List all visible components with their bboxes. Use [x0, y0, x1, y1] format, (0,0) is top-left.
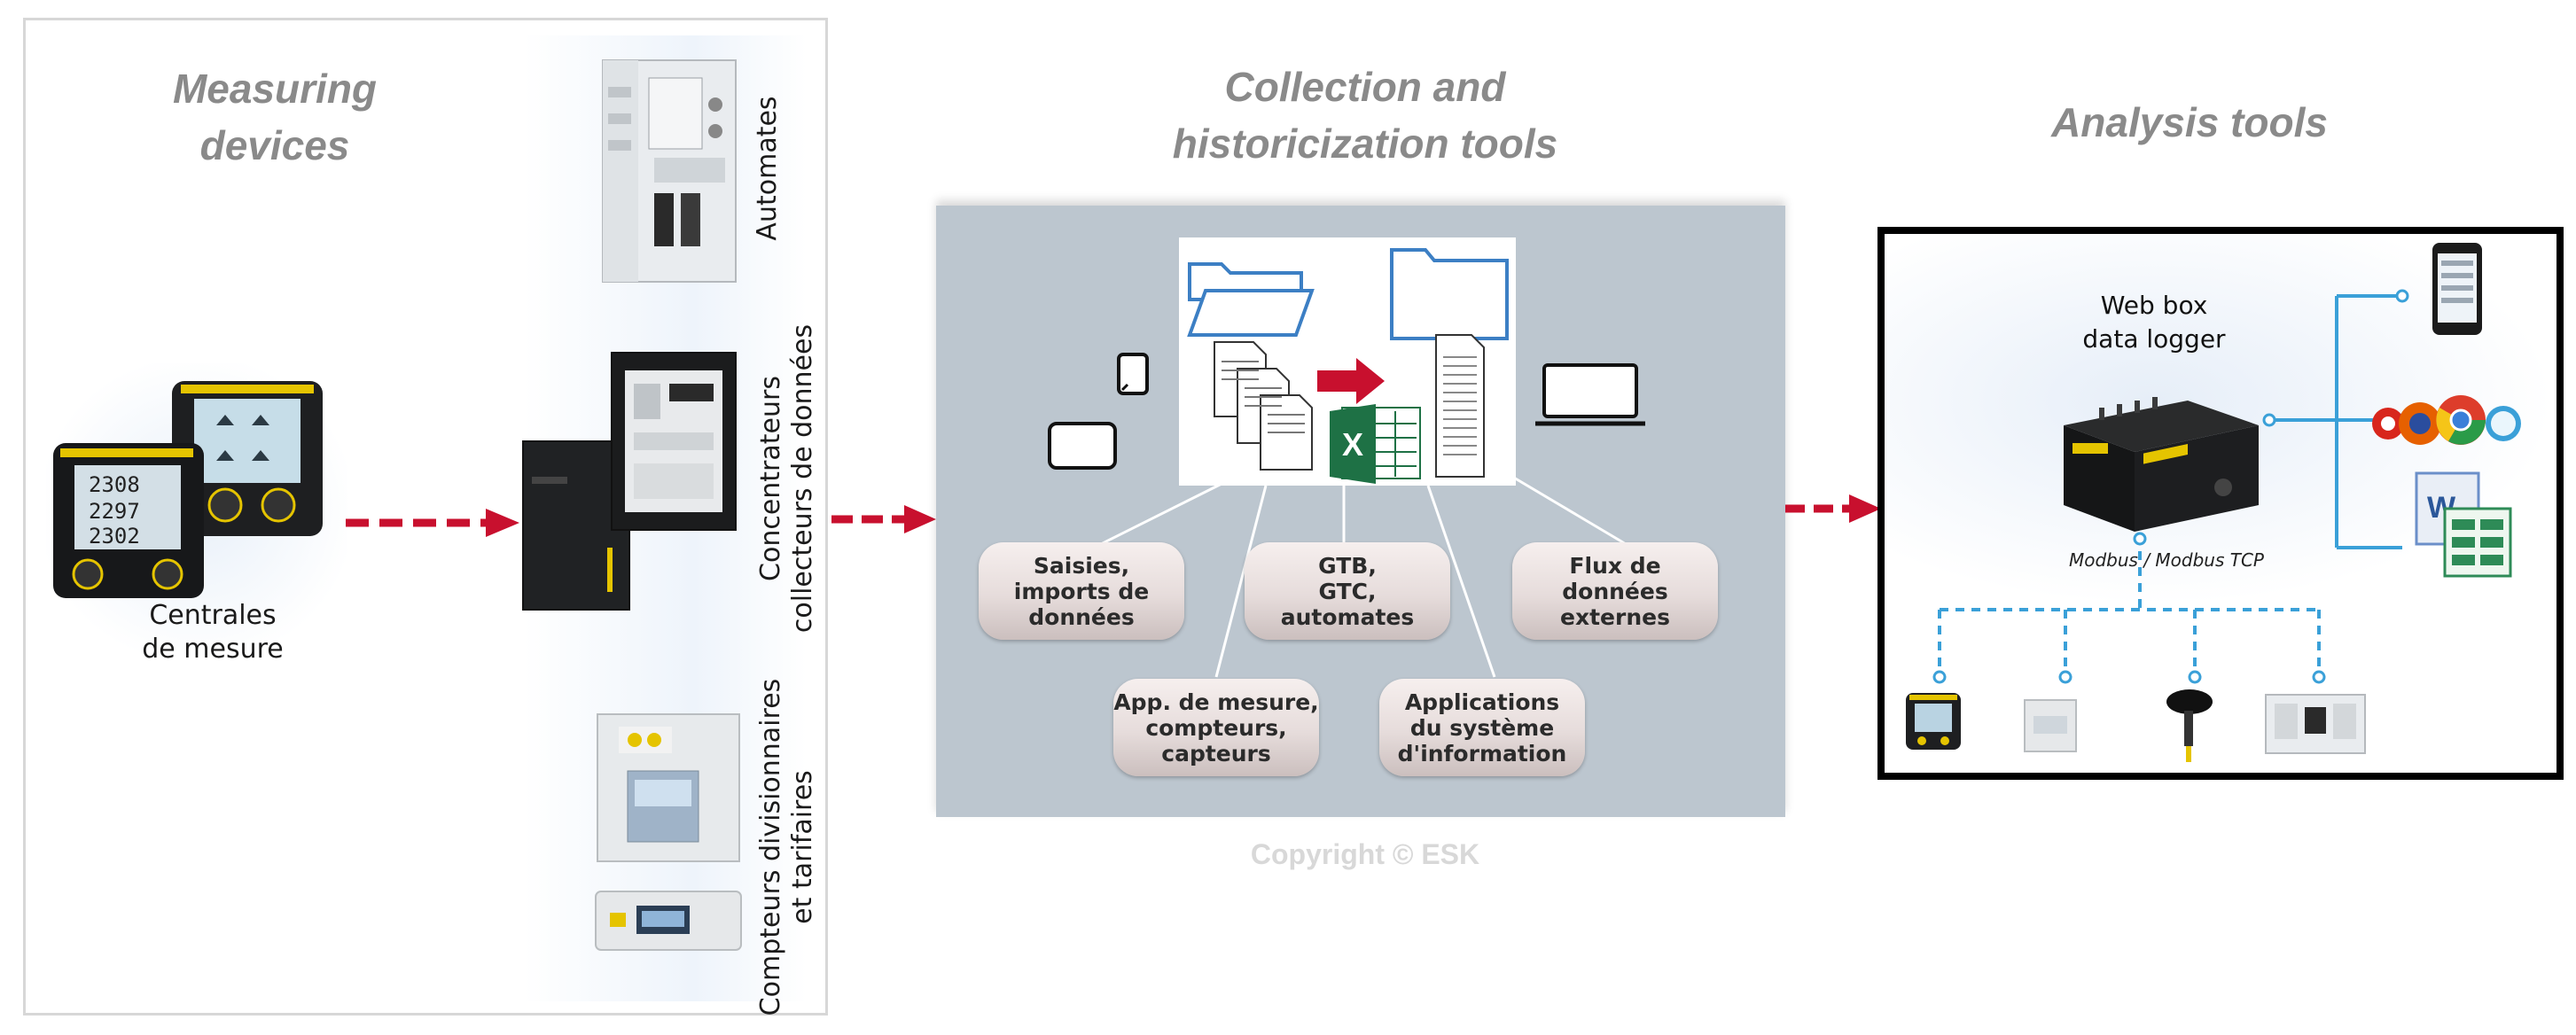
pill-applications-line2: du système — [1409, 714, 1555, 741]
label-compteurs: Compteurs divisionnaires et tarifaires — [755, 661, 819, 1033]
heading-measuring-line2: devices — [199, 122, 350, 168]
pill-app-line1: App. de mesure, — [1113, 689, 1319, 715]
webbox-device-image — [2064, 397, 2259, 532]
svg-text:X: X — [1342, 426, 1363, 463]
label-concentrateurs-line1: Concentrateurs — [755, 376, 786, 581]
pill-applications-line1: Applications — [1404, 689, 1560, 715]
pill-applications-line3: d'information — [1397, 740, 1567, 767]
web-browser-icons — [2372, 395, 2521, 445]
flow-arrow-3 — [1785, 494, 1881, 523]
tablet-icon — [1117, 353, 1149, 395]
pill-saisies-line3: données — [1028, 603, 1135, 630]
webbox-label-line2: data logger — [2082, 324, 2226, 354]
pill-flux-line1: Flux de — [1569, 552, 1661, 579]
label-centrales-line1: Centrales — [149, 600, 277, 631]
modbus-bus-connectors — [1932, 532, 2326, 684]
flow-arrow-1 — [346, 509, 519, 537]
label-compteurs-line2: et tarifaires — [787, 770, 818, 924]
meter-device-image-1 — [597, 713, 740, 862]
copyright-notice: Copyright © ESK — [1250, 838, 1480, 870]
pill-applications: Applications du système d'information — [1379, 679, 1585, 776]
field-energy-meter-icon — [2024, 699, 2077, 752]
svg-text:2302: 2302 — [89, 524, 140, 549]
pill-app-line3: capteurs — [1161, 740, 1271, 767]
collection-connectors — [1077, 470, 1646, 678]
file-storage-icons: X — [1187, 248, 1509, 484]
pill-app-line2: compteurs, — [1145, 714, 1287, 741]
tablet-landscape-icon — [1048, 422, 1117, 470]
concentrator-device-image — [522, 352, 737, 611]
pill-flux-line2: données — [1562, 578, 1668, 604]
heading-analysis: Analysis tools — [2051, 99, 2328, 145]
smartphone-icon — [2432, 243, 2482, 335]
label-centrales-line2: de mesure — [142, 634, 284, 665]
pill-gtb: GTB, GTC, automates — [1245, 542, 1450, 640]
pill-saisies-line2: imports de — [1013, 578, 1150, 604]
field-plc-icon — [2265, 694, 2366, 754]
transfer-arrow-icon — [1317, 358, 1385, 404]
meter-device-image-2 — [595, 891, 742, 951]
laptop-icon — [1535, 363, 1645, 426]
pill-gtb-line2: GTC, — [1318, 578, 1377, 604]
heading-collection-line2: historicization tools — [1172, 121, 1558, 167]
heading-measuring-line1: Measuring — [172, 66, 378, 112]
closed-folder-icon — [1390, 248, 1509, 340]
power-meter-devices-image: 2308 2297 2302 — [53, 381, 323, 598]
pill-flux-line3: externes — [1560, 603, 1670, 630]
field-power-meter-icon — [1906, 693, 1961, 750]
svg-text:2308: 2308 — [89, 472, 140, 497]
svg-text:2297: 2297 — [89, 499, 140, 524]
pill-saisies-line1: Saisies, — [1033, 552, 1130, 579]
label-automates: Automates — [752, 96, 783, 241]
modbus-label: Modbus / Modbus TCP — [2068, 549, 2264, 571]
label-concentrateurs-line2: collecteurs de données — [787, 323, 818, 634]
office-document-icons: W — [2415, 471, 2512, 578]
output-connectors — [2262, 289, 2409, 549]
label-compteurs-line1: Compteurs divisionnaires — [755, 678, 786, 1016]
pill-flux: Flux de données externes — [1512, 542, 1718, 640]
heading-collection-line1: Collection and — [1224, 64, 1506, 110]
flow-arrow-2 — [831, 505, 936, 533]
pill-saisies: Saisies, imports de données — [979, 542, 1184, 640]
pill-gtb-line3: automates — [1280, 603, 1415, 630]
field-sensor-icon — [2166, 689, 2213, 762]
webbox-label-line1: Web box — [2100, 291, 2208, 320]
archive-document-icon — [1435, 334, 1485, 478]
pill-gtb-line1: GTB, — [1318, 552, 1377, 579]
plc-device-image — [602, 59, 737, 283]
label-concentrateurs: Concentrateurs collecteurs de données — [755, 292, 819, 665]
pill-app-mesure: App. de mesure, compteurs, capteurs — [1113, 679, 1319, 776]
